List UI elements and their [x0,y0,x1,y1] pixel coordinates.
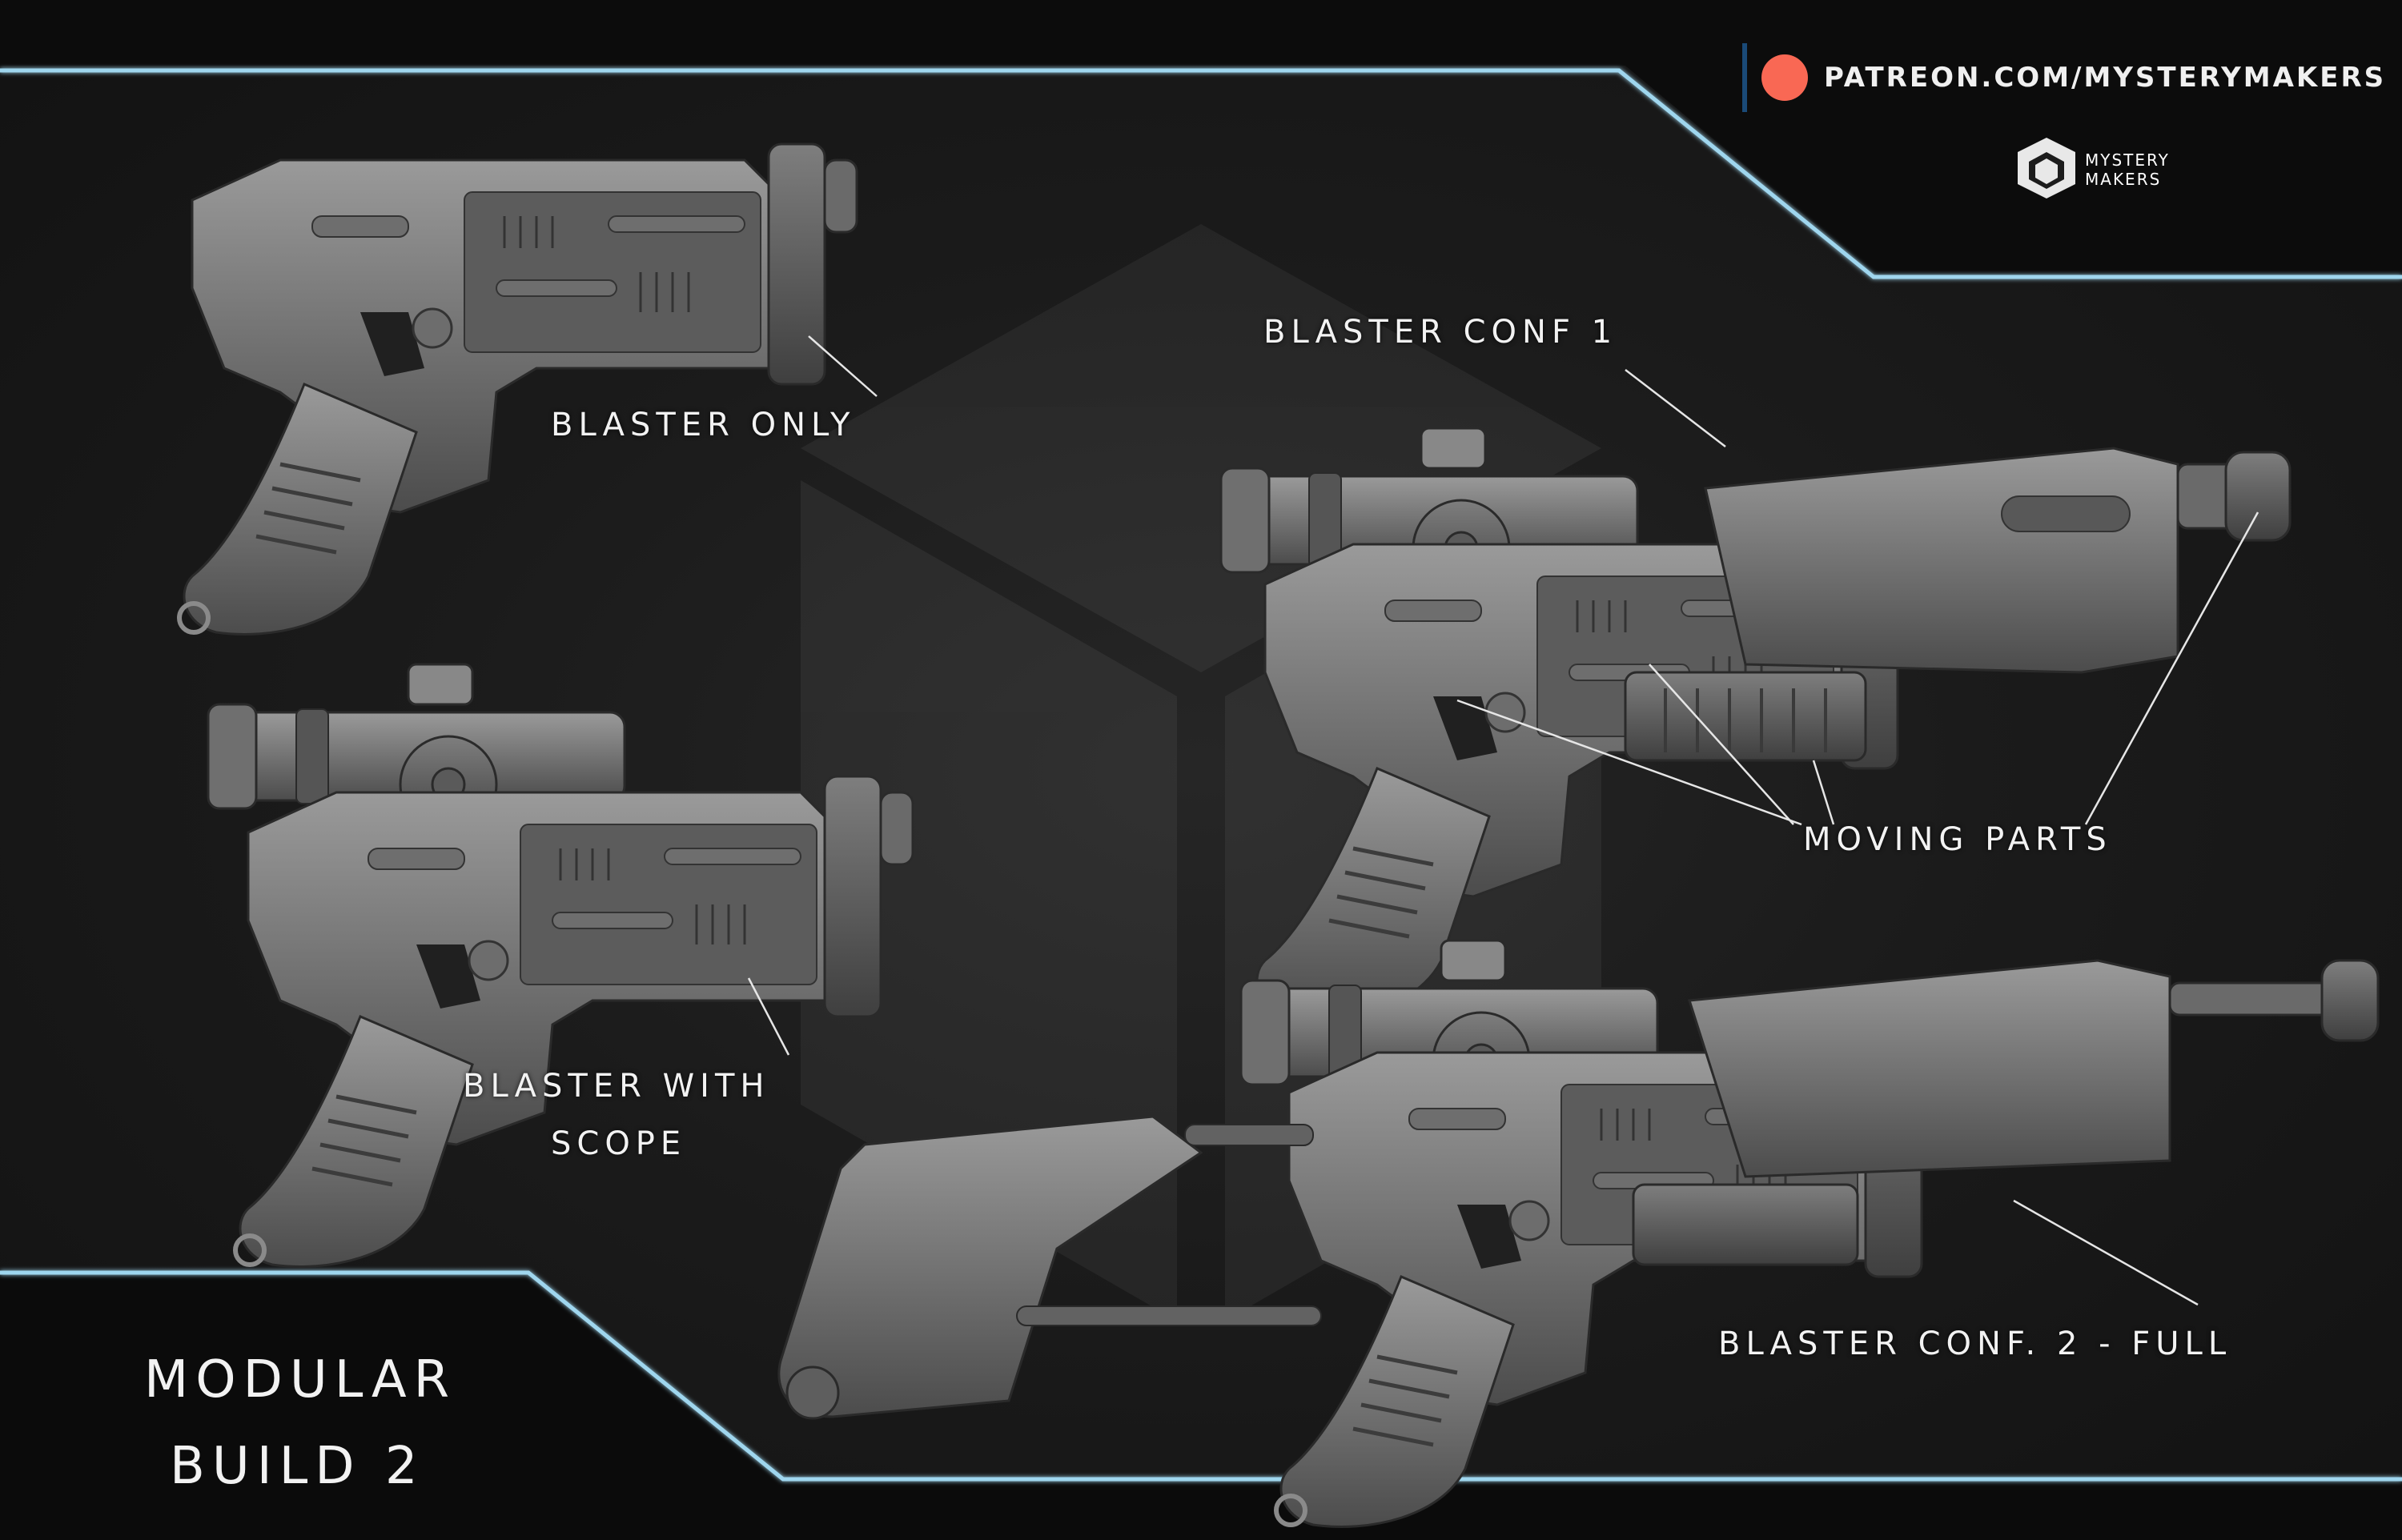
label-moving-parts: MOVING PARTS [1803,821,2112,858]
patreon-logo-icon [1761,54,1808,101]
blaster-conf-2-full-leader [2013,1199,2199,1306]
label-blaster-with-scope-line2: SCOPE [551,1125,687,1162]
label-blaster-only: BLASTER ONLY [551,407,856,443]
blaster-with-scope-leader [747,977,790,1056]
mystery-makers-logo-icon [2018,138,2075,199]
label-blaster-conf-1: BLASTER CONF 1 [1263,314,1618,351]
title-line2: BUILD 2 [170,1437,425,1496]
brand-name: MYSTERY MAKERS [2080,150,2170,189]
page-title: MODULAR BUILD 2 [144,1337,456,1510]
blaster-conf-1-leaders [1456,369,2259,826]
footer-frame [0,1270,2402,1540]
blaster-conf-1-model [1219,427,2292,1018]
banner-accent-bar [1742,43,1747,112]
brand-name-line1: MYSTERY [2085,150,2170,170]
blaster-only-model [179,144,857,634]
label-blaster-conf-2-full: BLASTER CONF. 2 - FULL [1718,1325,2232,1362]
blaster-conf-2-full-model [777,939,2380,1526]
blaster-only-leader [808,335,878,397]
patreon-url[interactable]: PATREON.COM/MYSTERYMAKERS [1824,62,2387,94]
label-blaster-with-scope-line1: BLASTER WITH [463,1068,770,1105]
brand-name-line2: MAKERS [2085,170,2162,189]
title-line1: MODULAR [144,1350,457,1410]
patreon-banner[interactable]: PATREON.COM/MYSTERYMAKERS [1742,43,2387,112]
